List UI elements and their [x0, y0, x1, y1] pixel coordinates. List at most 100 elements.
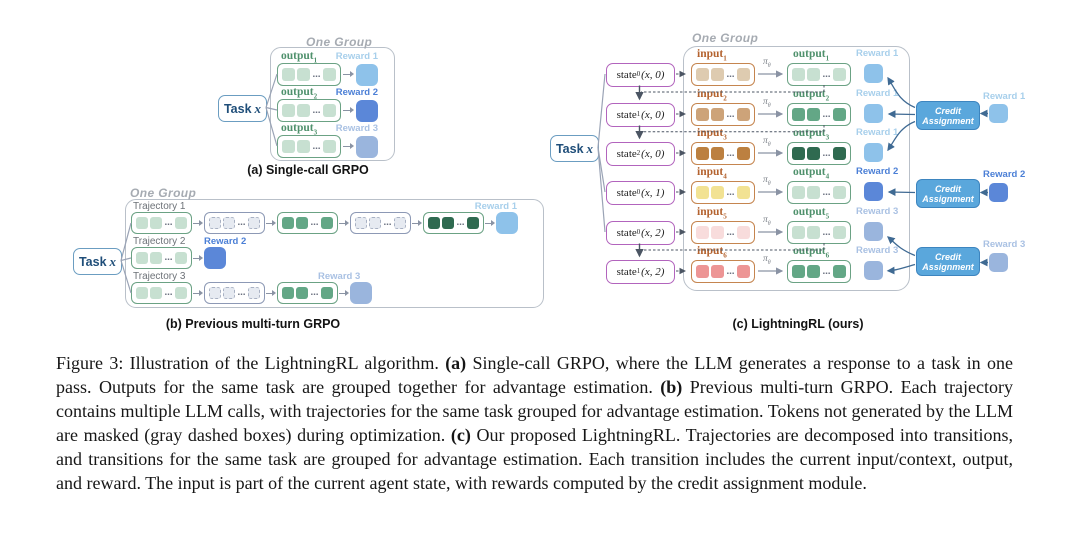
output-row: … [787, 142, 851, 165]
input-row: … [691, 103, 755, 126]
reward-label: Reward 2 [335, 87, 378, 98]
output-label-text: output [793, 127, 826, 139]
theta-symbol: θ [767, 62, 771, 69]
token-square [807, 147, 820, 160]
reward-square [864, 182, 883, 201]
trajectory-label: Trajectory 1 [133, 201, 186, 212]
reward-label: Reward 1 [856, 127, 899, 138]
token-square [792, 265, 805, 278]
token-square [248, 287, 260, 299]
token-square [696, 265, 709, 278]
pi-symbol: π [763, 175, 768, 185]
state-text: state [616, 266, 637, 278]
output-label: output3 [793, 127, 829, 141]
reward-square [496, 212, 518, 234]
token-square [323, 104, 336, 117]
output-row: … [277, 63, 378, 86]
token-square [711, 147, 724, 160]
reward-label: Reward 1 [474, 201, 517, 212]
pi-symbol: π [763, 97, 768, 107]
arrow-icon [485, 219, 495, 228]
ellipsis: … [310, 218, 319, 227]
token-square [737, 108, 750, 121]
output-row: … [787, 260, 851, 283]
token-group-llm: … [131, 212, 192, 234]
token-square [282, 140, 295, 153]
state-text: state [616, 227, 637, 239]
output-row: … [787, 103, 851, 126]
policy-label: πθ [763, 136, 771, 148]
reward-label: Reward 3 [983, 239, 1026, 250]
output-label-text: output [281, 86, 314, 98]
task-fanout-lines-c [597, 73, 606, 233]
token-square [696, 147, 709, 160]
state-text: state [616, 69, 637, 81]
policy-label: πθ [763, 215, 771, 227]
trajectory-row: … [131, 247, 226, 269]
state-args: (x, 0) [641, 148, 665, 160]
token-square [737, 265, 750, 278]
ellipsis: … [164, 218, 173, 227]
token-square [792, 108, 805, 121]
token-group-input: … [691, 260, 755, 283]
input-label-text: input [697, 48, 724, 60]
ellipsis: … [164, 288, 173, 297]
state-text: state [616, 148, 637, 160]
token-square [355, 217, 367, 229]
output-row: … [277, 135, 378, 158]
arrow-icon [266, 219, 276, 228]
credit-line1: Credit [934, 105, 961, 116]
token-square [711, 68, 724, 81]
caption-marker-a: (a) [445, 353, 467, 373]
ellipsis: … [310, 288, 319, 297]
credit-line1: Credit [934, 183, 961, 194]
arrow-icon [412, 219, 422, 228]
input-label-text: input [697, 127, 724, 139]
token-square [807, 265, 820, 278]
token-square [711, 226, 724, 239]
pi-symbol: π [763, 215, 768, 225]
reward-label: Reward 1 [983, 91, 1026, 102]
token-group-output: … [787, 63, 851, 86]
pi-symbol: π [763, 136, 768, 146]
ellipsis: … [726, 69, 735, 79]
output-label-text: output [281, 122, 314, 134]
ellipsis: … [312, 141, 321, 151]
token-square [792, 147, 805, 160]
task-label: Task [78, 254, 107, 269]
token-square [833, 147, 846, 160]
caption-text: Figure 3: Illustration of the LightningR… [56, 353, 446, 373]
input-label-text: input [697, 88, 724, 100]
token-square [833, 68, 846, 81]
token-square [136, 217, 148, 229]
token-group-output: … [787, 181, 851, 204]
reward-label: Reward 2 [856, 166, 899, 177]
caption-c: (c) LightningRL (ours) [732, 317, 864, 331]
token-square [282, 287, 294, 299]
reward-square [350, 282, 372, 304]
caption-text: Previous multi-turn GRPO. Each trajector… [56, 377, 1013, 445]
reward-square [864, 104, 883, 123]
token-square [248, 217, 260, 229]
ellipsis: … [822, 109, 831, 119]
task-variable: x [586, 140, 594, 156]
token-square [442, 217, 454, 229]
state-args: (x, 2) [641, 266, 665, 278]
output-row: … [277, 99, 378, 122]
input-label-sub: 5 [723, 212, 727, 221]
ellipsis: … [456, 218, 465, 227]
output-label-text: output [793, 88, 826, 100]
reward-label: Reward 3 [856, 245, 899, 256]
caption-text: Single-call GRPO, where the LLM generate… [56, 353, 1013, 397]
token-square [175, 252, 187, 264]
arrow-icon [266, 289, 276, 298]
output-label: output5 [793, 206, 829, 220]
ellipsis: … [312, 105, 321, 115]
ellipsis: … [822, 148, 831, 158]
token-group-llm: … [423, 212, 484, 234]
